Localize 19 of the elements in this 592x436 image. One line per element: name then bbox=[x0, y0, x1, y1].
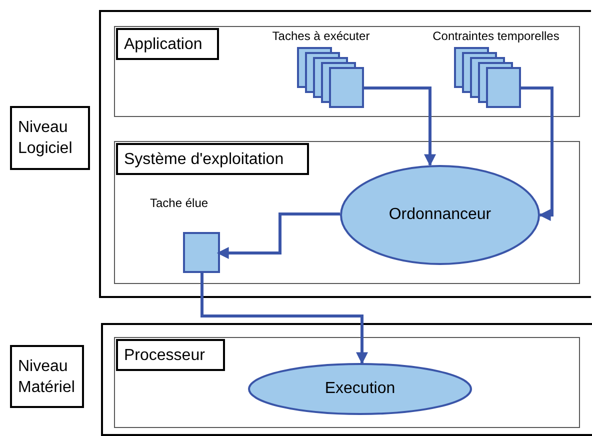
stack-caption: Contraintes temporelles bbox=[432, 29, 560, 43]
panel-title: Processeur bbox=[116, 339, 225, 371]
connector-arrow bbox=[521, 86, 554, 221]
panel bbox=[114, 141, 580, 284]
level-label: Niveau Logiciel bbox=[10, 106, 90, 170]
node-label: Execution bbox=[324, 380, 396, 398]
level-label: Niveau Matériel bbox=[10, 345, 84, 408]
connector-arrow bbox=[364, 86, 436, 166]
stack-caption: Taches à exécuter bbox=[271, 29, 371, 43]
connector-arrow bbox=[216, 212, 340, 259]
panel-title: Système d'exploitation bbox=[116, 143, 309, 175]
layer-frame bbox=[99, 10, 591, 298]
connector-arrow bbox=[200, 273, 368, 364]
task-caption: Tache élue bbox=[150, 196, 208, 210]
layer-frame bbox=[101, 323, 592, 436]
panel bbox=[114, 26, 580, 117]
node-label: Ordonnanceur bbox=[388, 206, 492, 224]
panel-title: Application bbox=[116, 28, 219, 60]
panel bbox=[114, 337, 580, 428]
